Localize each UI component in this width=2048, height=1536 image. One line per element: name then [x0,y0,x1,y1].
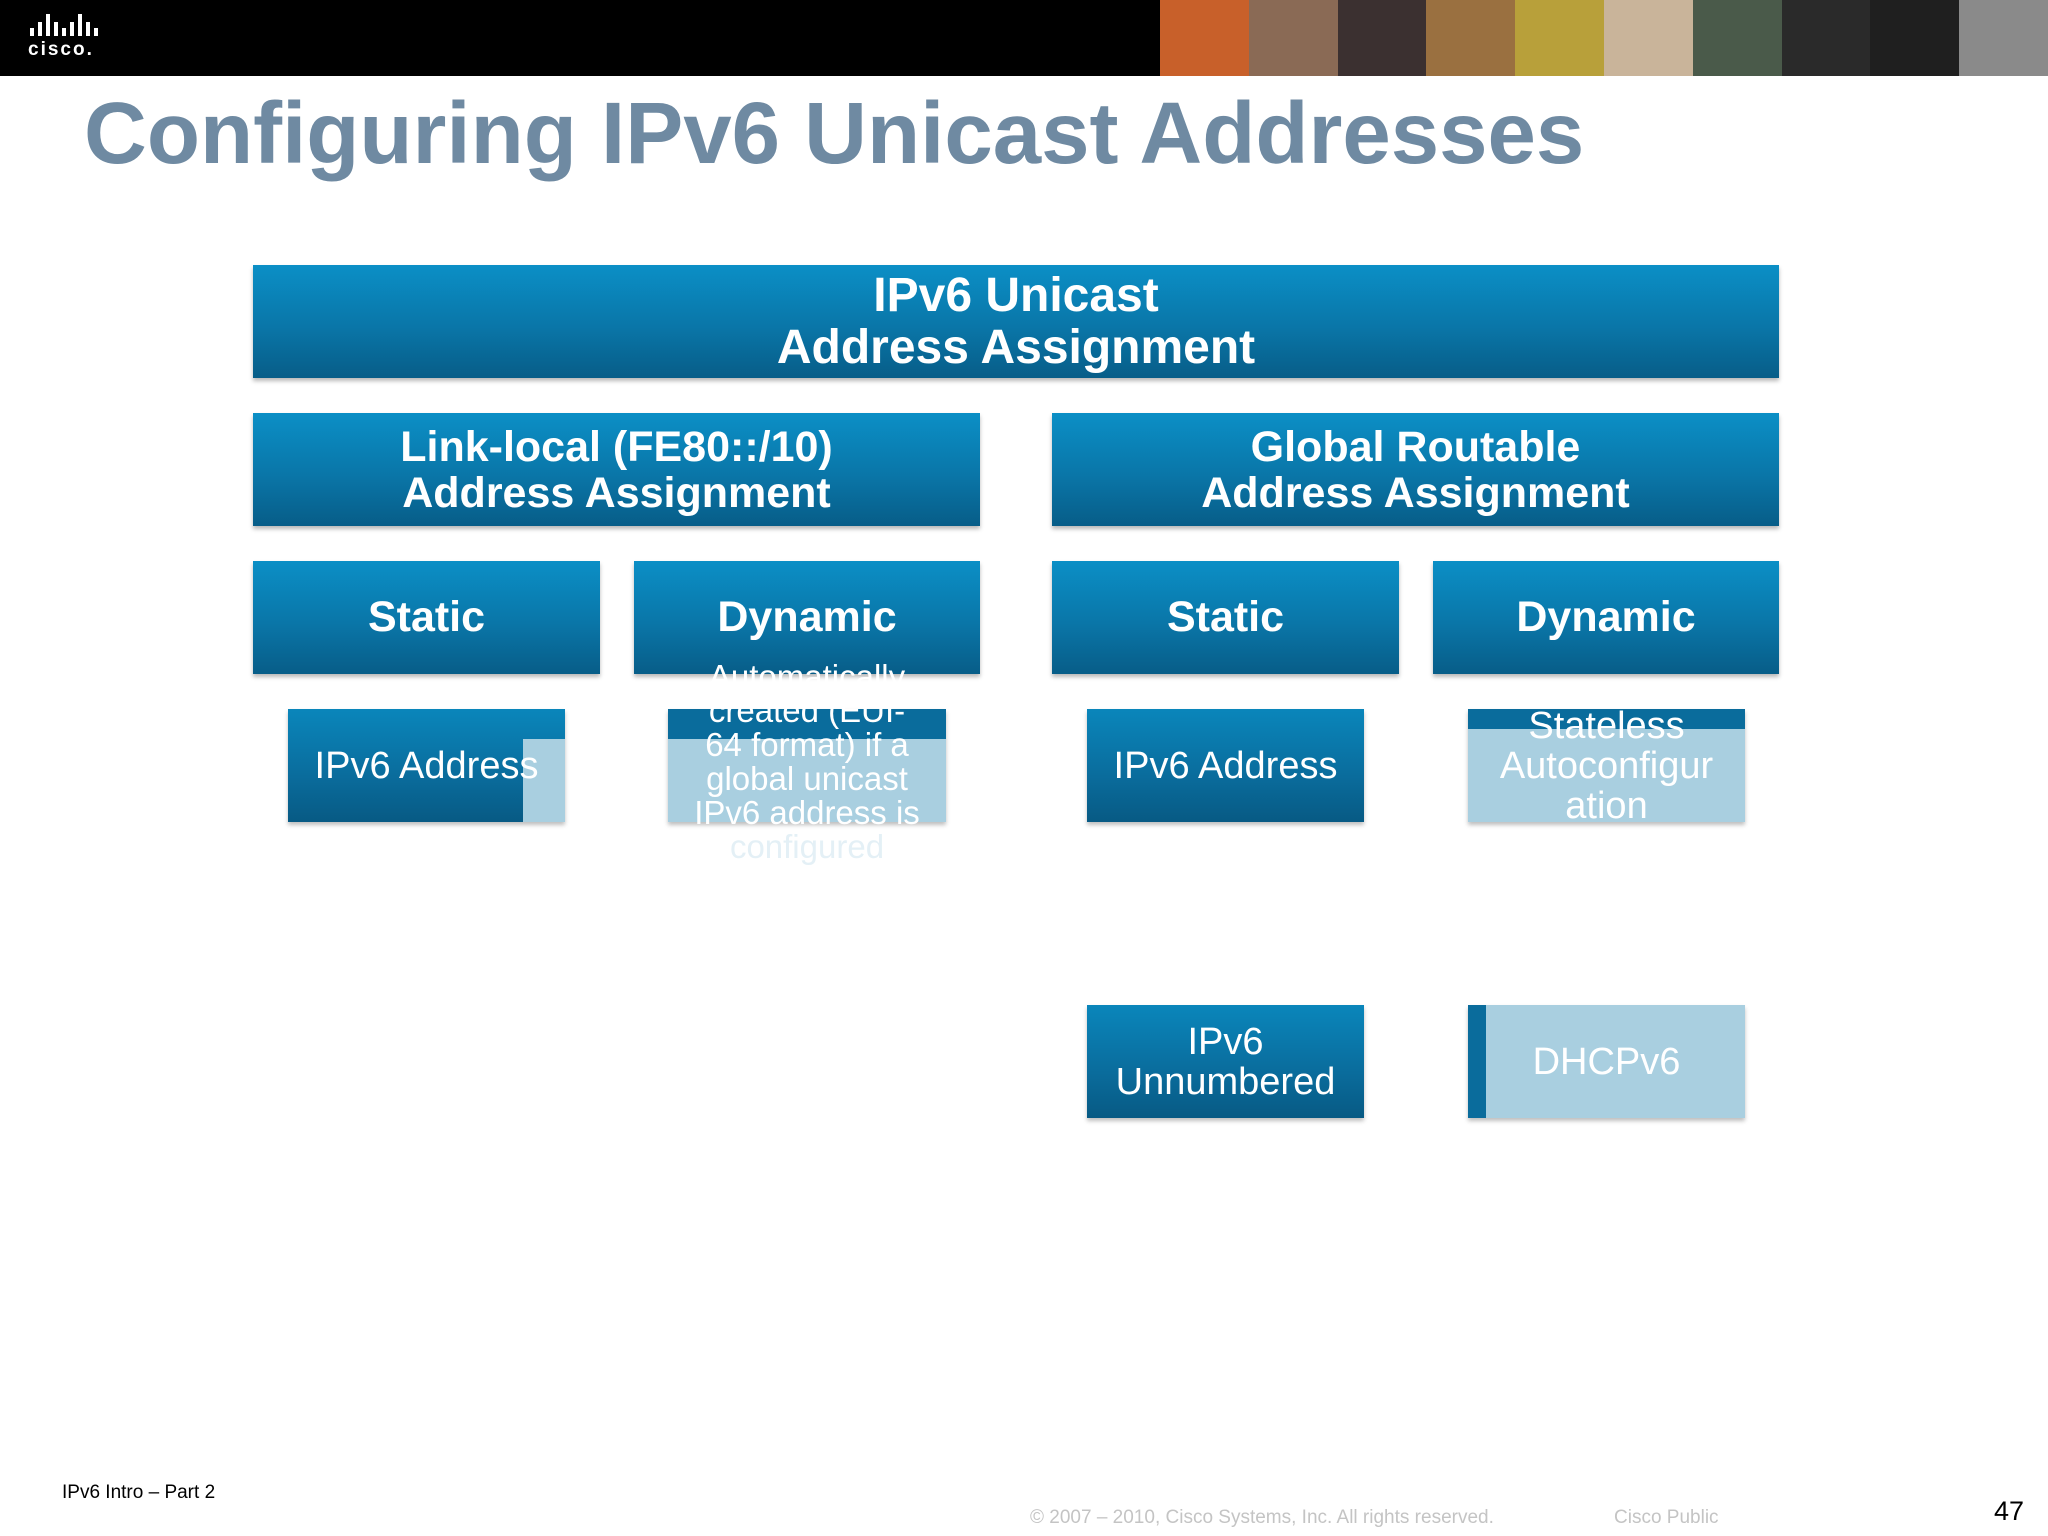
global-routable-line2: Address Assignment [1201,468,1630,517]
global-routable-line1: Global Routable [1250,422,1581,471]
auto-line1: Automatically [708,658,906,695]
photo-strip [1160,0,2048,76]
ipv6-unnumbered-box: IPv6 Unnumbered [1087,1005,1364,1118]
banner-photo-tile [1781,0,1871,76]
global-dynamic-box: Dynamic [1433,561,1779,674]
banner-photo-tile [1515,0,1604,76]
footer-copyright: © 2007 – 2010, Cisco Systems, Inc. All r… [1030,1507,1494,1528]
dhcpv6-box: DHCPv6 [1468,1005,1745,1118]
global-static-ipv6-address-box: IPv6 Address [1087,709,1364,822]
auto-line2: created (EUI- [708,692,906,729]
stateless-line1: Stateless [1528,704,1685,747]
stateless-line3: ation [1565,784,1648,827]
link-local-static-ipv6-address-box: IPv6 Address [288,709,565,822]
link-local-line2: Address Assignment [402,468,831,517]
fade-strip [1468,1005,1486,1118]
stateless-line2: Autoconfigur [1499,744,1714,787]
footer-classification: Cisco Public [1614,1507,1719,1528]
unicast-assignment-line1: IPv6 Unicast [873,268,1159,322]
cisco-logo: cisco. [28,14,118,64]
auto-line4: global unicast [706,760,908,797]
stateless-autoconfig-box: Stateless Autoconfigur ation [1468,704,1745,826]
link-local-dynamic-label: Dynamic [717,593,897,641]
link-local-static-box: Static [253,561,600,674]
banner-photo-tile [1692,0,1782,76]
link-local-line1: Link-local (FE80::/10) [400,422,833,471]
link-local-static-ipv6-address-label: IPv6 Address [314,744,539,787]
link-local-dynamic-auto-box [668,709,946,822]
link-local-assignment-box: Link-local (FE80::/10) Address Assignmen… [253,413,980,526]
banner-photo-tile [1870,0,1960,76]
auto-line6: configured [729,828,885,865]
top-banner: cisco. [0,0,2048,76]
fade-strip [1468,709,1745,729]
link-local-dynamic-auto-text: Automatically created (EUI- 64 format) i… [668,660,946,868]
banner-photo-tile [1160,0,1249,76]
auto-line5: IPv6 address is [694,794,920,831]
banner-photo-tile [1603,0,1693,76]
page-number: 47 [1994,1496,2025,1526]
footer-course-label: IPv6 Intro – Part 2 [62,1482,216,1503]
fade-strip [668,709,946,739]
dhcpv6-label: DHCPv6 [1532,1040,1681,1083]
global-static-ipv6-address-label: IPv6 Address [1113,744,1338,787]
banner-photo-tile [1959,0,2048,76]
slide-title: Configuring IPv6 Unicast Addresses [84,85,1585,182]
banner-photo-tile [1248,0,1338,76]
link-local-dynamic-box: Dynamic [634,561,980,674]
auto-line3: 64 format) if a [705,726,909,763]
link-local-static-label: Static [367,593,486,641]
unicast-assignment-line2: Address Assignment [776,320,1256,374]
ipv6-unnumbered-line2: Unnumbered [1115,1060,1336,1103]
cisco-logo-bars-icon [30,14,118,36]
banner-photo-tile [1337,0,1427,76]
unicast-assignment-box: IPv6 Unicast Address Assignment [253,265,1779,378]
banner-photo-tile [1426,0,1516,76]
cisco-logo-text: cisco. [28,39,94,60]
global-static-label: Static [1166,593,1285,641]
global-dynamic-label: Dynamic [1516,593,1696,641]
fade-overlay [523,739,565,822]
global-static-box: Static [1052,561,1399,674]
ipv6-unnumbered-line1: IPv6 [1187,1020,1264,1063]
global-routable-assignment-box: Global Routable Address Assignment [1052,413,1779,526]
